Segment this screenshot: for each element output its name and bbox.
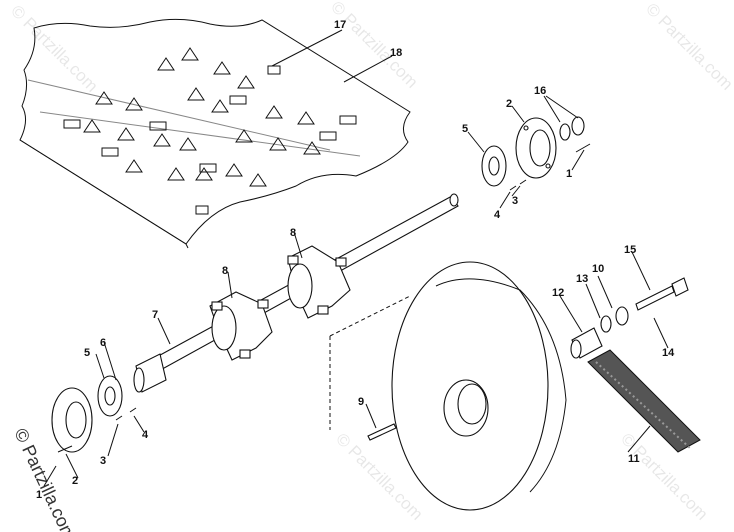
callout-12: 12 [552, 287, 564, 299]
callout-7: 7 [152, 309, 158, 321]
callout-6: 6 [100, 337, 106, 349]
callout-18: 18 [390, 47, 402, 59]
brake-pad[interactable] [587, 349, 701, 453]
callout-1-left: 1 [36, 489, 42, 501]
bearing-flange-left[interactable] [51, 387, 137, 453]
callout-8-lower: 8 [222, 265, 228, 277]
callout-11: 11 [628, 453, 640, 465]
callout-1-right: 1 [566, 168, 572, 180]
callout-5-left: 5 [84, 347, 90, 359]
washers-right[interactable] [509, 116, 591, 191]
callout-14: 14 [662, 347, 675, 359]
key[interactable] [367, 423, 397, 441]
watermark-3: © Partzilla.com [642, 0, 734, 94]
drive-sprocket-lower[interactable] [209, 291, 273, 361]
callout-2-left: 2 [72, 475, 78, 487]
callout-5-right: 5 [462, 123, 468, 135]
callout-3-right: 3 [512, 195, 518, 207]
spacer[interactable] [570, 327, 603, 359]
callout-10: 10 [592, 263, 604, 275]
callout-16-right: 16 [534, 85, 546, 97]
callout-4-right: 4 [494, 209, 501, 221]
callout-17: 17 [334, 19, 346, 31]
track[interactable] [19, 18, 411, 249]
watermark-1: © Partzilla.com [7, 1, 101, 95]
callout-13: 13 [576, 273, 588, 285]
brake-disc[interactable] [329, 261, 567, 511]
callout-15: 15 [624, 244, 636, 256]
bearing-flange-right[interactable] [515, 117, 557, 179]
bearing-left[interactable] [97, 375, 123, 417]
callout-8-upper: 8 [290, 227, 296, 239]
callout-4-left: 4 [142, 429, 149, 441]
drive-sprocket-upper[interactable] [287, 245, 351, 319]
leader-lines [43, 29, 669, 487]
callout-3-left: 3 [100, 455, 106, 467]
track-lugs [63, 47, 357, 215]
callouts: 17 18 16 2 5 1 4 3 8 8 7 6 5 4 3 2 1 15 … [36, 19, 675, 501]
callout-9: 9 [358, 396, 364, 408]
washer[interactable] [600, 306, 629, 333]
watermarks: © Partzilla.com © Partzilla.com © Partzi… [7, 0, 734, 532]
watermark-5: © Partzilla.com [617, 429, 711, 523]
bolt[interactable] [635, 277, 689, 311]
watermark-2: © Partzilla.com [327, 0, 421, 92]
bearing-right[interactable] [481, 145, 507, 187]
callout-2-right: 2 [506, 98, 512, 110]
